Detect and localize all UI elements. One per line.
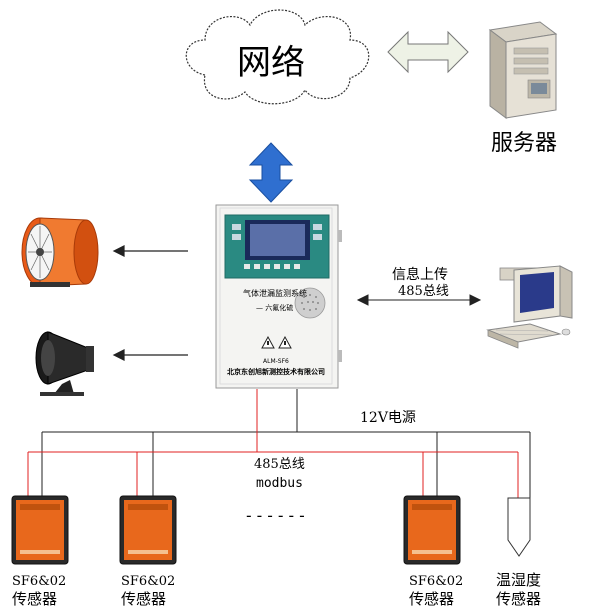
computer-icon [486, 265, 573, 349]
output-arrows [112, 245, 188, 361]
siren-icon [35, 331, 94, 396]
sensor-2 [119, 495, 177, 565]
controller-cabinet [215, 204, 342, 389]
humidity-probe [507, 497, 531, 557]
rs485-bus [27, 389, 519, 498]
computer-link-label-2: 485总线 [398, 284, 449, 299]
fan-icon [21, 217, 99, 287]
protocol-label: modbus [256, 476, 303, 491]
controller-model: ALM-SF6 [263, 358, 289, 365]
sensor-2-label-1: SF6&02 [121, 574, 176, 589]
bus-label: 485总线 [254, 457, 305, 472]
controller-subtitle: — 六氟化硫 [256, 304, 294, 312]
ellipsis: ------ [244, 506, 308, 525]
sensor-1 [11, 495, 69, 565]
server-icon [488, 21, 558, 119]
power-bus [41, 389, 531, 498]
controller-network-arrow [248, 142, 294, 203]
sensor-3-label-1: SF6&02 [409, 574, 464, 589]
sensor-3-label-2: 传感器 [409, 590, 455, 608]
computer-link-arrow [356, 294, 482, 306]
humidity-label-2: 传感器 [496, 590, 542, 608]
controller-company: 北京东创旭新测控技术有限公司 [227, 368, 325, 376]
network-label: 网络 [237, 43, 305, 83]
controller-title: 气体泄漏监测系统 [243, 289, 307, 298]
network-server-arrow [387, 30, 469, 74]
power-label: 12V电源 [360, 410, 416, 426]
server-label: 服务器 [491, 131, 558, 156]
sensor-1-label-2: 传感器 [12, 590, 58, 608]
sensor-1-label-1: SF6&02 [12, 574, 67, 589]
computer-link-label-1: 信息上传 [392, 267, 448, 283]
sensor-3 [403, 495, 461, 565]
network-cloud [185, 9, 370, 105]
sensor-2-label-2: 传感器 [121, 590, 167, 608]
humidity-label-1: 温湿度 [496, 571, 542, 589]
